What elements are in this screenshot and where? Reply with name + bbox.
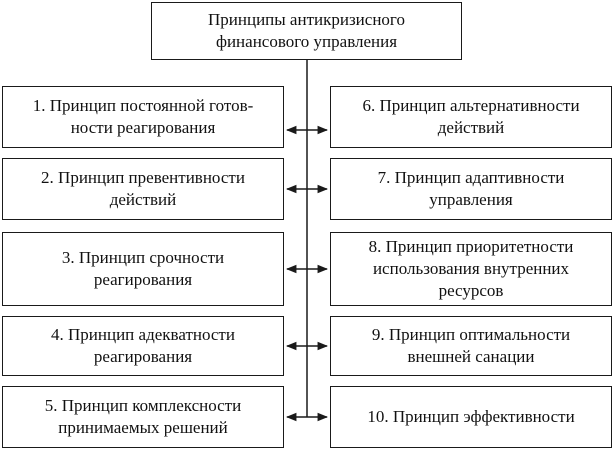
principle-box-3: 3. Принцип срочности реагирования — [2, 232, 284, 306]
principle-2-line-1: 2. Принцип превентивности — [41, 168, 245, 187]
principle-2-line-2: действий — [109, 190, 177, 209]
principle-box-2: 2. Принцип превентивности действий — [2, 158, 284, 220]
principle-box-10: 10. Принцип эффективности — [330, 386, 612, 448]
principle-8-line-1: 8. Принцип приоритетности — [368, 237, 574, 256]
principle-8-line-2: использования внутренних — [372, 259, 570, 278]
principle-box-6: 6. Принцип альтернативности действий — [330, 86, 612, 148]
root-box: Принципы антикризисного финансового упра… — [151, 2, 462, 60]
principle-5-line-2: принимаемых решений — [58, 418, 228, 437]
principle-1-line-1: 1. Принцип постоянной готов- — [32, 96, 254, 115]
principle-3-line-2: реагирования — [93, 270, 193, 289]
principle-4-line-1: 4. Принцип адекватности — [51, 325, 235, 344]
principle-box-4: 4. Принцип адекватности реагирования — [2, 316, 284, 376]
principle-4-line-2: реагирования — [93, 347, 193, 366]
principle-box-5: 5. Принцип комплексности принимаемых реш… — [2, 386, 284, 448]
principle-9-line-2: внешней санации — [407, 347, 535, 366]
principle-5-line-1: 5. Принцип комплексности — [44, 396, 242, 415]
principle-3-line-1: 3. Принцип срочности — [61, 248, 225, 267]
root-title-line-1: Принципы антикризисного — [208, 10, 405, 29]
principle-box-7: 7. Принцип адаптивности управления — [330, 158, 612, 220]
principle-box-1: 1. Принцип постоянной готов- ности реаги… — [2, 86, 284, 148]
root-title-line-2: финансового управления — [215, 32, 398, 51]
principle-1-line-2: ности реагирования — [70, 118, 216, 137]
principle-6-line-2: действий — [437, 118, 505, 137]
principle-9-line-1: 9. Принцип оптимальности — [371, 325, 571, 344]
principle-6-line-1: 6. Принцип альтернативности — [362, 96, 580, 115]
principle-10-line-1: 10. Принцип эффективности — [367, 407, 575, 426]
principle-8-line-3: ресурсов — [438, 281, 504, 300]
principle-7-line-2: управления — [429, 190, 513, 209]
principle-7-line-1: 7. Принцип адаптивности — [377, 168, 565, 187]
principle-box-8: 8. Принцип приоритетности использования … — [330, 232, 612, 306]
principle-box-9: 9. Принцип оптимальности внешней санации — [330, 316, 612, 376]
